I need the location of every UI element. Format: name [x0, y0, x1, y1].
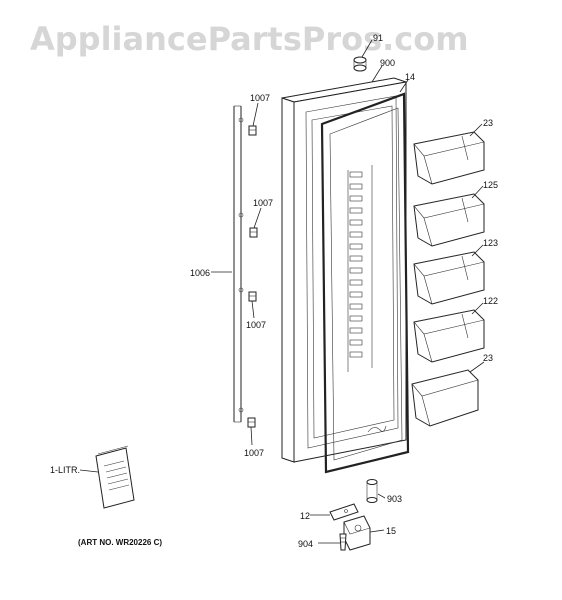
door-bin-23-bottom[interactable]	[411, 369, 479, 427]
callout-1007-b: 1007	[253, 198, 273, 208]
door-wire	[367, 425, 387, 433]
door-liner-900[interactable]	[305, 95, 399, 449]
screw-904[interactable]	[339, 533, 347, 551]
callout-12: 12	[300, 511, 310, 521]
callout-1-litr: 1-LITR.	[50, 465, 80, 475]
door-bin-122[interactable]	[413, 309, 485, 363]
callout-1007-a: 1007	[250, 93, 270, 103]
callout-91: 91	[373, 33, 383, 43]
clip-1007-b[interactable]	[249, 227, 258, 238]
callout-125: 125	[483, 180, 498, 190]
clip-1007-a[interactable]	[248, 125, 257, 136]
callout-123: 123	[483, 238, 498, 248]
cap-91[interactable]	[353, 56, 367, 72]
hinge-pin-903[interactable]	[366, 479, 378, 503]
callout-122: 122	[483, 296, 498, 306]
callout-1007-d: 1007	[244, 448, 264, 458]
door-gasket-14[interactable]	[320, 92, 410, 474]
trim-strip-1006[interactable]	[233, 105, 244, 423]
callout-14: 14	[405, 72, 415, 82]
door-bin-125[interactable]	[413, 193, 485, 247]
watermark-text: AppliancePartsPros.com	[30, 20, 469, 58]
door-outer-shell[interactable]	[281, 77, 407, 463]
literature-booklet[interactable]	[95, 445, 135, 509]
callout-15: 15	[386, 526, 396, 536]
art-number: (ART NO. WR20226 C)	[78, 538, 162, 547]
door-shelf-rails	[347, 165, 373, 372]
door-bin-23-top[interactable]	[413, 131, 485, 185]
callout-23-top: 23	[483, 118, 493, 128]
callout-900: 900	[380, 58, 395, 68]
clip-1007-c[interactable]	[248, 291, 257, 302]
hinge-bracket-15[interactable]	[343, 515, 371, 551]
callout-1007-c: 1007	[246, 320, 266, 330]
door-bin-123[interactable]	[413, 251, 485, 305]
callout-904: 904	[298, 539, 313, 549]
callout-23-bottom: 23	[483, 353, 493, 363]
callout-903: 903	[387, 494, 402, 504]
hinge-plate-12[interactable]	[329, 503, 359, 521]
clip-1007-d[interactable]	[247, 417, 256, 428]
callout-1006: 1006	[190, 268, 210, 278]
